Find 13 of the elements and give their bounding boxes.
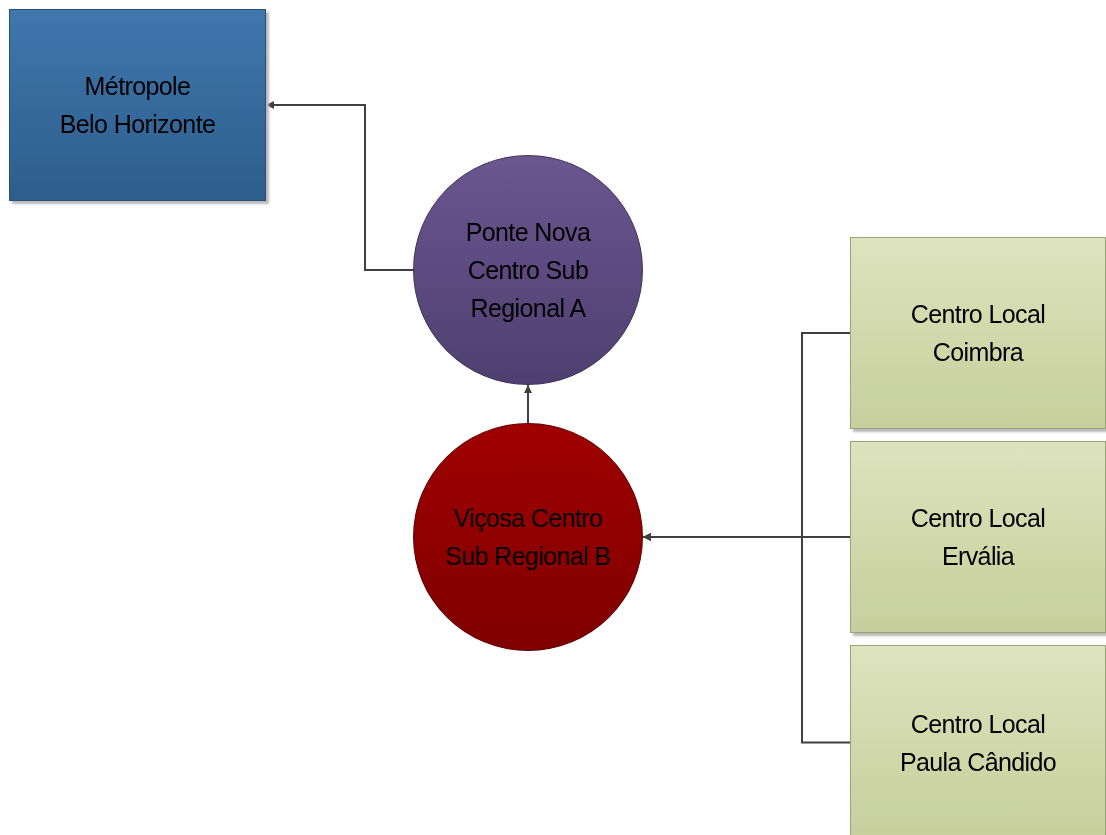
node-label: Centro Local Coimbra [909, 299, 1047, 368]
node-label: Ponte Nova Centro Sub Regional A [464, 217, 592, 324]
node-label: Centro Local Ervália [909, 503, 1047, 572]
local-center-box [850, 645, 1106, 835]
metropolis-box [9, 9, 266, 201]
arrow [265, 101, 414, 271]
local-center-box [850, 237, 1106, 429]
node-label: Centro Local Paula Cândido [898, 708, 1058, 778]
node-label: Viçosa Centro Sub Regional B [444, 503, 612, 572]
arrow [524, 384, 532, 424]
arrow [642, 533, 851, 744]
local-center-box [850, 441, 1106, 633]
node-label: Métropole Belo Horizonte [58, 71, 217, 140]
